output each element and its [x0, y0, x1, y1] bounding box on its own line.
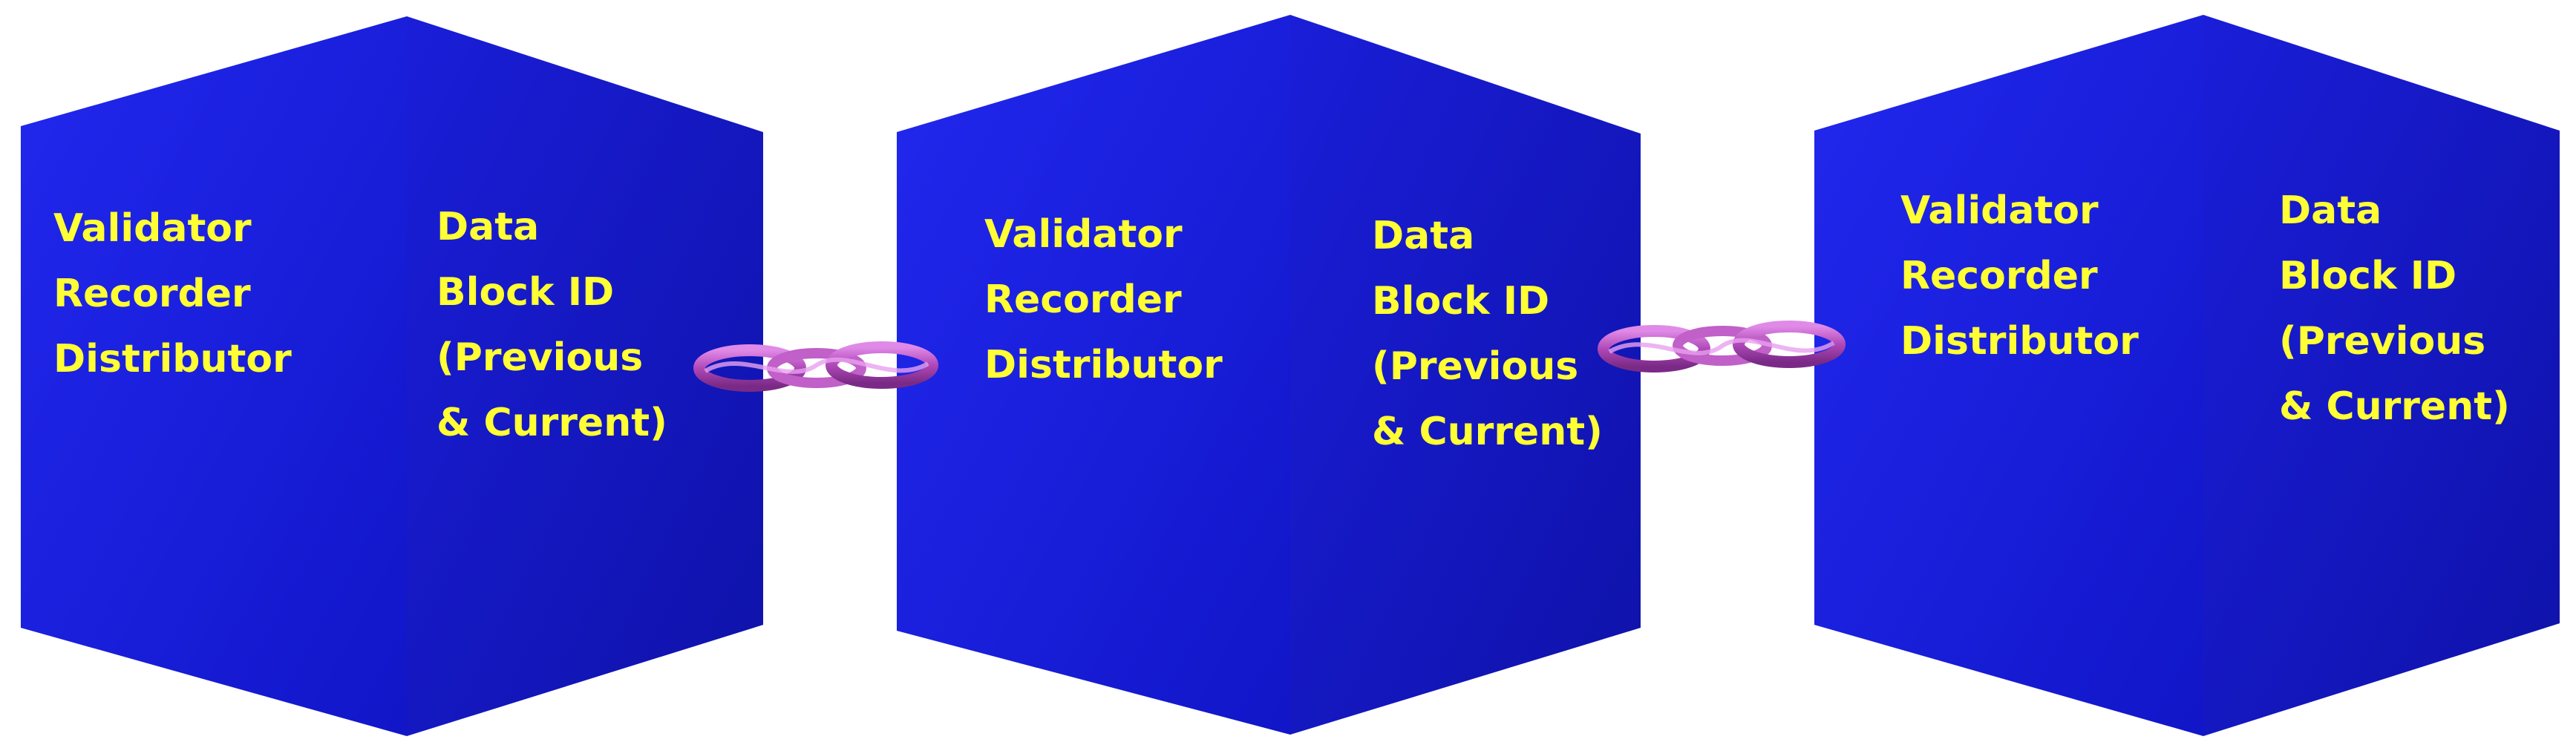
data-label: Data [2279, 188, 2382, 233]
validator-label: Validator [53, 206, 252, 251]
validator-label: Validator [984, 212, 1183, 257]
block-2-cube [897, 15, 1641, 735]
recorder-label: Recorder [53, 272, 251, 316]
distributor-label: Distributor [984, 343, 1223, 387]
current-label: & Current) [2279, 384, 2510, 429]
block-3-left-labels: Validator Recorder Distributor [1900, 178, 2139, 374]
distributor-label: Distributor [53, 337, 292, 381]
recorder-label: Recorder [984, 278, 1182, 322]
block-id-label: Block ID [1372, 279, 1550, 324]
previous-label: (Previous [2279, 319, 2486, 364]
block-1-left-labels: Validator Recorder Distributor [53, 196, 292, 392]
data-label: Data [437, 205, 540, 249]
block-3-left-face [1814, 15, 2203, 736]
recorder-label: Recorder [1900, 254, 2098, 298]
block-2-right-face [1290, 15, 1641, 735]
block-3-right-labels: Data Block ID (Previous & Current) [2279, 178, 2510, 439]
block-2-left-labels: Validator Recorder Distributor [984, 202, 1223, 398]
block-3-right-face [2203, 15, 2560, 736]
block-1-right-face [407, 16, 763, 736]
block-id-label: Block ID [437, 270, 615, 315]
block-1-left-face [21, 16, 407, 736]
block-1-right-labels: Data Block ID (Previous & Current) [437, 194, 667, 456]
current-label: & Current) [437, 401, 667, 445]
chain-link-icon [1598, 321, 1846, 372]
distributor-label: Distributor [1900, 319, 2139, 364]
block-1-cube [21, 16, 763, 736]
validator-label: Validator [1900, 188, 2099, 233]
chain-link-icon [693, 341, 938, 392]
previous-label: (Previous [1372, 344, 1579, 389]
previous-label: (Previous [437, 335, 644, 380]
data-label: Data [1372, 214, 1475, 258]
block-3-cube [1814, 15, 2560, 736]
current-label: & Current) [1372, 410, 1603, 454]
block-2-right-labels: Data Block ID (Previous & Current) [1372, 203, 1603, 465]
block-2-left-face [897, 15, 1290, 735]
block-id-label: Block ID [2279, 254, 2457, 298]
